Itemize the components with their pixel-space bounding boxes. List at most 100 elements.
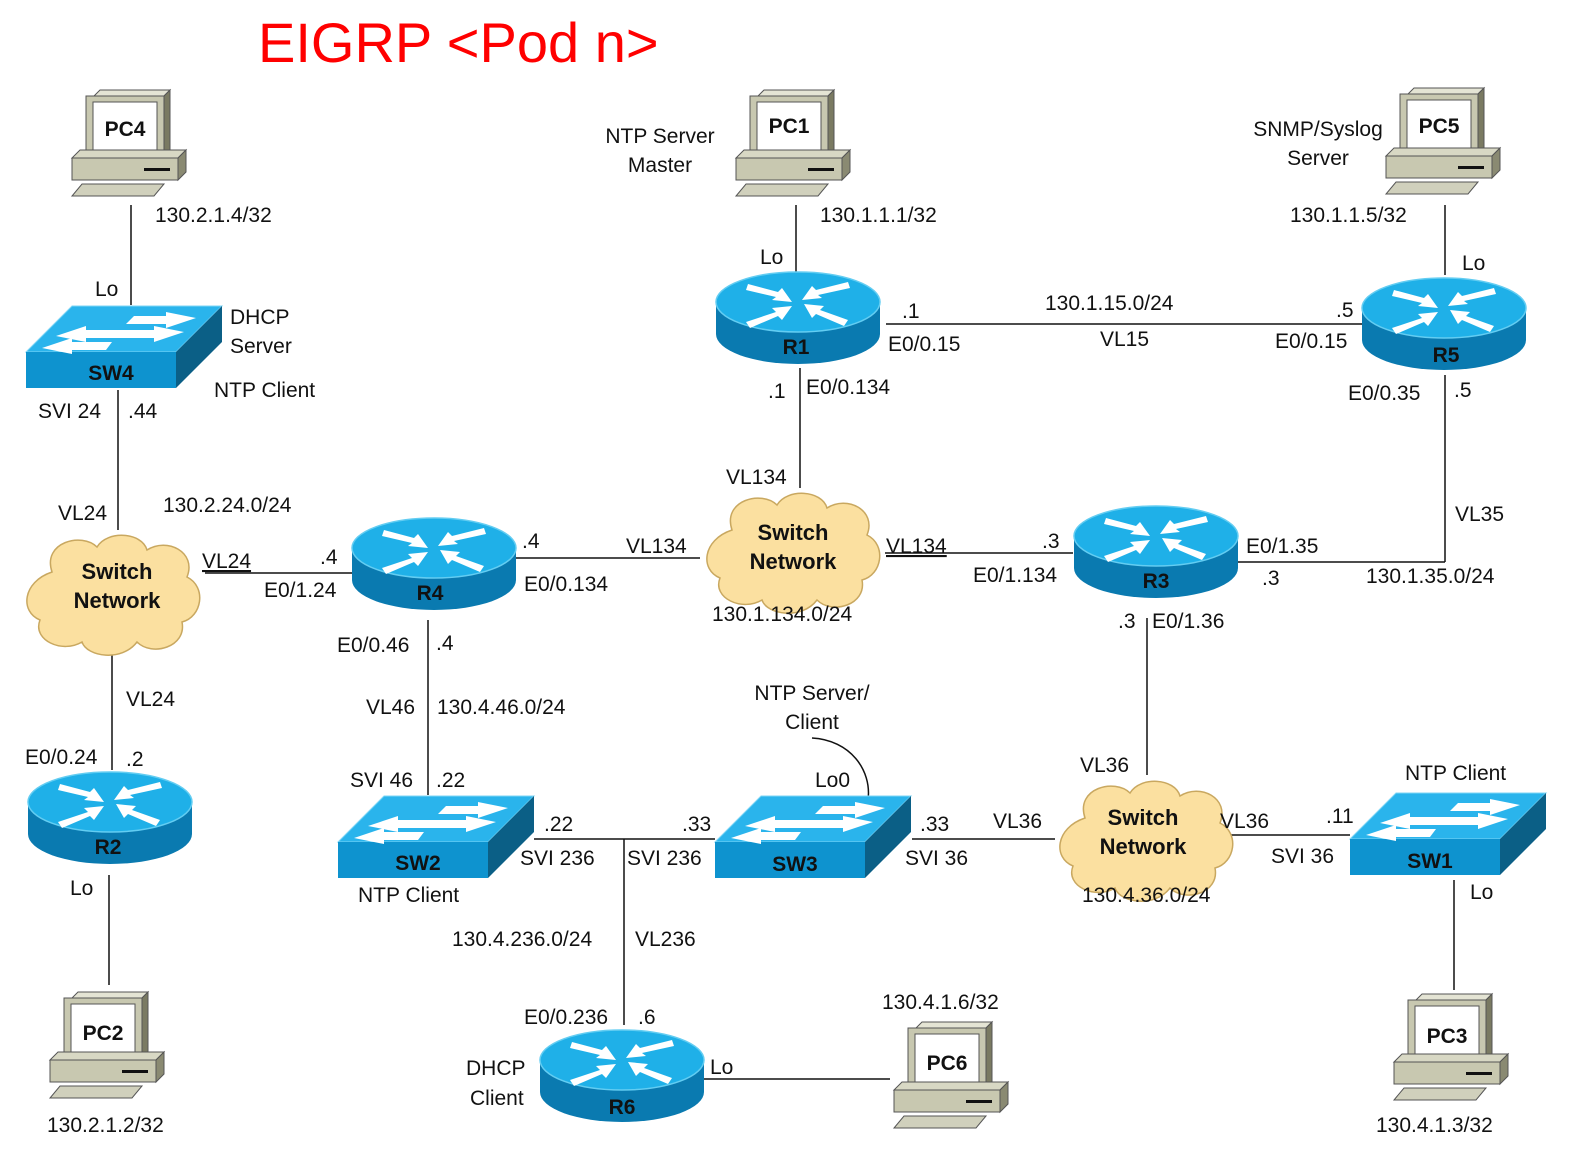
vl46-label: VL46 [366, 696, 415, 719]
cloud-bottom-subnet: 130.4.36.0/24 [1082, 884, 1211, 907]
router-r5[interactable]: R5 [1361, 277, 1527, 371]
router-r3[interactable]: R3 [1073, 505, 1239, 599]
r6-lo-label: Lo [710, 1056, 733, 1079]
sw3-lo0-label: Lo0 [815, 769, 850, 792]
sw3-svi36-label: SVI 36 [905, 847, 968, 870]
r2-lo-label: Lo [70, 877, 93, 900]
pc5-role1: SNMP/Syslog [1253, 118, 1383, 141]
r1-bottom-host: .1 [768, 380, 786, 403]
sw4-role2: Server [230, 335, 292, 358]
r5-left-if: E0/0.15 [1275, 330, 1347, 353]
labels: 130.2.1.4/32 NTP Server Master 130.1.1.1… [25, 118, 1506, 1137]
router-r4[interactable]: R4 [351, 517, 517, 611]
sw4-role3: NTP Client [214, 379, 315, 402]
sw4-role1: DHCP [230, 306, 290, 329]
pc-icon [1385, 87, 1501, 195]
sw1-lo-label: Lo [1470, 881, 1493, 904]
pc3-name: PC3 [1427, 1025, 1468, 1048]
switch-sw4[interactable]: SW4 [25, 305, 223, 389]
subnet-24-label: 130.2.24.0/24 [163, 494, 292, 517]
r2-if-label: E0/0.24 [25, 746, 98, 769]
subnet-35-label: 130.1.35.0/24 [1366, 565, 1495, 588]
pc2[interactable]: PC2 [49, 991, 165, 1099]
r1-name: R1 [783, 336, 810, 359]
sw3-host36-label: .33 [920, 813, 949, 836]
r2-host-label: .2 [126, 748, 144, 771]
r6-role1: DHCP [466, 1057, 526, 1080]
r1-bottom-if: E0/0.134 [806, 376, 890, 399]
cloud-center[interactable]: Switch Network [706, 492, 881, 614]
sw1-host-label: .11 [1326, 805, 1354, 828]
r3-right-host: .3 [1262, 567, 1280, 590]
r5-name: R5 [1433, 344, 1460, 367]
router-r1[interactable]: R1 [715, 271, 881, 365]
sw2-host46-label: .22 [436, 769, 465, 792]
sw2-host236-label: .22 [544, 813, 573, 836]
pc1-role2: Master [628, 154, 692, 177]
sw3-name: SW3 [772, 853, 818, 876]
switch-sw1[interactable]: SW1 [1349, 792, 1547, 876]
vl236-label: VL236 [635, 928, 696, 951]
r3-right-if: E0/1.35 [1246, 535, 1318, 558]
r4-right-if: E0/0.134 [524, 573, 608, 596]
vl134-top-label: VL134 [726, 466, 787, 489]
r4-bottom-if: E0/0.46 [337, 634, 409, 657]
cloud-left-line2: Network [74, 588, 162, 613]
subnet-15-label: 130.1.15.0/24 [1045, 292, 1174, 315]
sw2-name: SW2 [395, 852, 441, 875]
vl134-left-label: VL134 [626, 535, 687, 558]
r6-name: R6 [609, 1096, 636, 1119]
cloud-center-line2: Network [750, 549, 838, 574]
cloud-bottom[interactable]: Switch Network [1059, 780, 1234, 902]
pc1-ip: 130.1.1.1/32 [820, 204, 937, 227]
pc4-ip: 130.2.1.4/32 [155, 204, 272, 227]
pc5[interactable]: PC5 [1385, 87, 1501, 195]
subnet-236-label: 130.4.236.0/24 [452, 928, 592, 951]
sw3-host236-label: .33 [682, 813, 711, 836]
pc4[interactable]: PC4 [71, 89, 187, 197]
r5-left-host: .5 [1336, 299, 1354, 322]
pc1[interactable]: PC1 [735, 89, 851, 197]
switch-sw2[interactable]: SW2 [337, 795, 535, 879]
vl15-label: VL15 [1100, 328, 1149, 351]
pc-icon [49, 991, 165, 1099]
pc1-role1: NTP Server [605, 125, 714, 148]
cloud-left-line1: Switch [82, 559, 153, 584]
pc-icon [893, 1021, 1009, 1129]
pc6-ip: 130.4.1.6/32 [882, 991, 999, 1014]
r1-right-if: E0/0.15 [888, 333, 960, 356]
r4-bottom-host: .4 [436, 632, 454, 655]
sw4-svi-label: SVI 24 [38, 400, 101, 423]
pc3-ip: 130.4.1.3/32 [1376, 1114, 1493, 1137]
router-r6[interactable]: R6 [539, 1029, 705, 1123]
pc5-name: PC5 [1419, 115, 1460, 138]
sw2-svi236-label: SVI 236 [520, 847, 595, 870]
r3-left-if: E0/1.134 [973, 564, 1057, 587]
r4-name: R4 [417, 582, 444, 605]
r5-bottom-if: E0/0.35 [1348, 382, 1420, 405]
cloud-bottom-line1: Switch [1108, 805, 1179, 830]
pc3[interactable]: PC3 [1393, 993, 1509, 1101]
sw3-lo0-pointer [811, 737, 870, 801]
vl134-right-label: VL134 [886, 535, 947, 558]
sw3-svi236-label: SVI 236 [627, 847, 702, 870]
pc6[interactable]: PC6 [893, 1021, 1009, 1129]
router-r2[interactable]: R2 [27, 771, 193, 865]
cloud-left[interactable]: Switch Network [26, 534, 201, 656]
sw3-role2: Client [785, 711, 839, 734]
r4-left-if: E0/1.24 [264, 579, 337, 602]
r3-bottom-if: E0/1.36 [1152, 610, 1224, 633]
r1-lo-label: Lo [760, 246, 783, 269]
cloud-bottom-line2: Network [1100, 834, 1188, 859]
sw2-role: NTP Client [358, 884, 459, 907]
pc2-ip: 130.2.1.2/32 [47, 1114, 164, 1137]
links [108, 205, 1455, 1080]
vl24-top-label: VL24 [58, 502, 107, 525]
r2-name: R2 [95, 836, 122, 859]
r3-left-host: .3 [1042, 530, 1060, 553]
r5-bottom-host: .5 [1454, 379, 1472, 402]
sw1-svi-label: SVI 36 [1271, 845, 1334, 868]
switch-sw3[interactable]: SW3 [714, 795, 912, 879]
sw4-name: SW4 [88, 362, 134, 385]
